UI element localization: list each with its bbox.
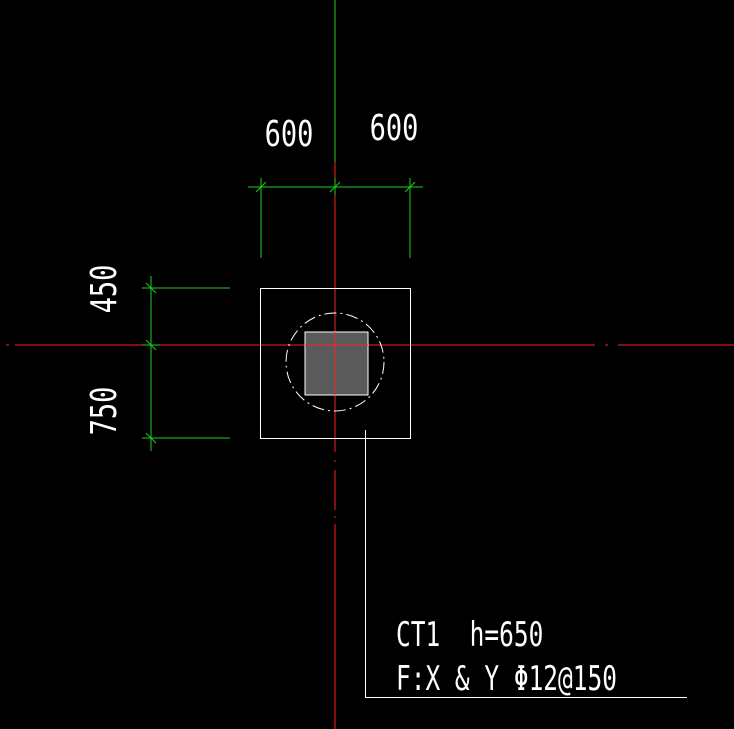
dim-lower-750: 750 bbox=[82, 387, 125, 436]
cap-label-name: CT1 h=650 bbox=[396, 615, 543, 654]
pile-cap-outline bbox=[260, 288, 411, 439]
horizontal-dimension bbox=[248, 178, 423, 258]
label-leader bbox=[365, 430, 687, 698]
pile-circle bbox=[285, 312, 385, 412]
column-block bbox=[304, 331, 369, 396]
cap-label-reinforcement: F:X & Y Φ12@150 bbox=[396, 659, 617, 698]
dim-right-600: 600 bbox=[370, 106, 419, 149]
vertical-dimension bbox=[142, 276, 230, 451]
dim-upper-450: 450 bbox=[82, 265, 125, 314]
dim-left-600: 600 bbox=[265, 112, 314, 155]
